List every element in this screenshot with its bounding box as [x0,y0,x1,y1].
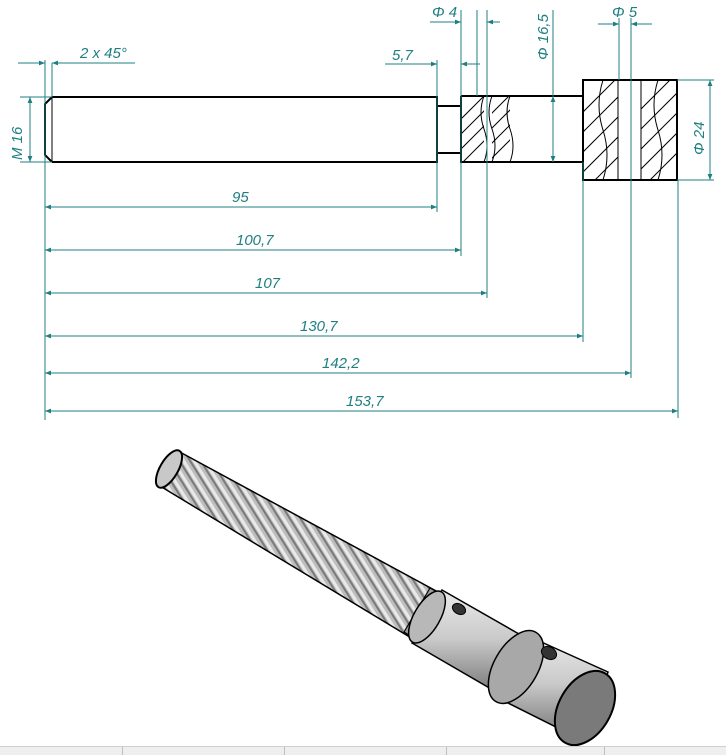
head-dia-label: Φ 24 [691,122,708,155]
cross-hole-small [451,602,467,616]
chamfer-label: 2 x 45° [79,45,127,62]
length-label: 130,7 [300,318,338,335]
length-label: 142,2 [322,355,360,372]
shaft-section-hatch [461,95,514,163]
status-bar-divider [284,747,285,755]
status-bar [0,746,726,755]
length-label: 95 [232,189,249,206]
cross-hole-large [540,645,558,661]
head-end-face [553,670,617,746]
head-section-hatch [584,79,677,181]
status-bar-divider [446,747,447,755]
extension-lines [20,10,714,420]
thread-end-face [154,449,184,489]
hole-small-dia-label: Φ 4 [432,4,457,21]
thread-label: M 16 [9,126,26,160]
status-bar-divider [604,747,605,755]
thread-body [159,449,440,638]
status-bar-divider [122,747,123,755]
feature-dimension-lines [18,10,713,180]
shaft-dia-label: Φ 16,5 [535,13,552,60]
dimension-labels: 2 x 45° 5,7 Φ 4 Φ 5 M 16 Φ 16,5 Φ 24 95 … [9,4,708,410]
hole-large-dia-label: Φ 5 [612,4,638,21]
length-label: 153,7 [346,393,384,410]
part-outline [44,79,678,181]
isometric-render [154,449,617,746]
undercut-width-label: 5,7 [392,47,414,64]
length-label: 100,7 [236,232,274,249]
length-label: 107 [255,275,281,292]
length-dimension-lines [45,204,678,414]
